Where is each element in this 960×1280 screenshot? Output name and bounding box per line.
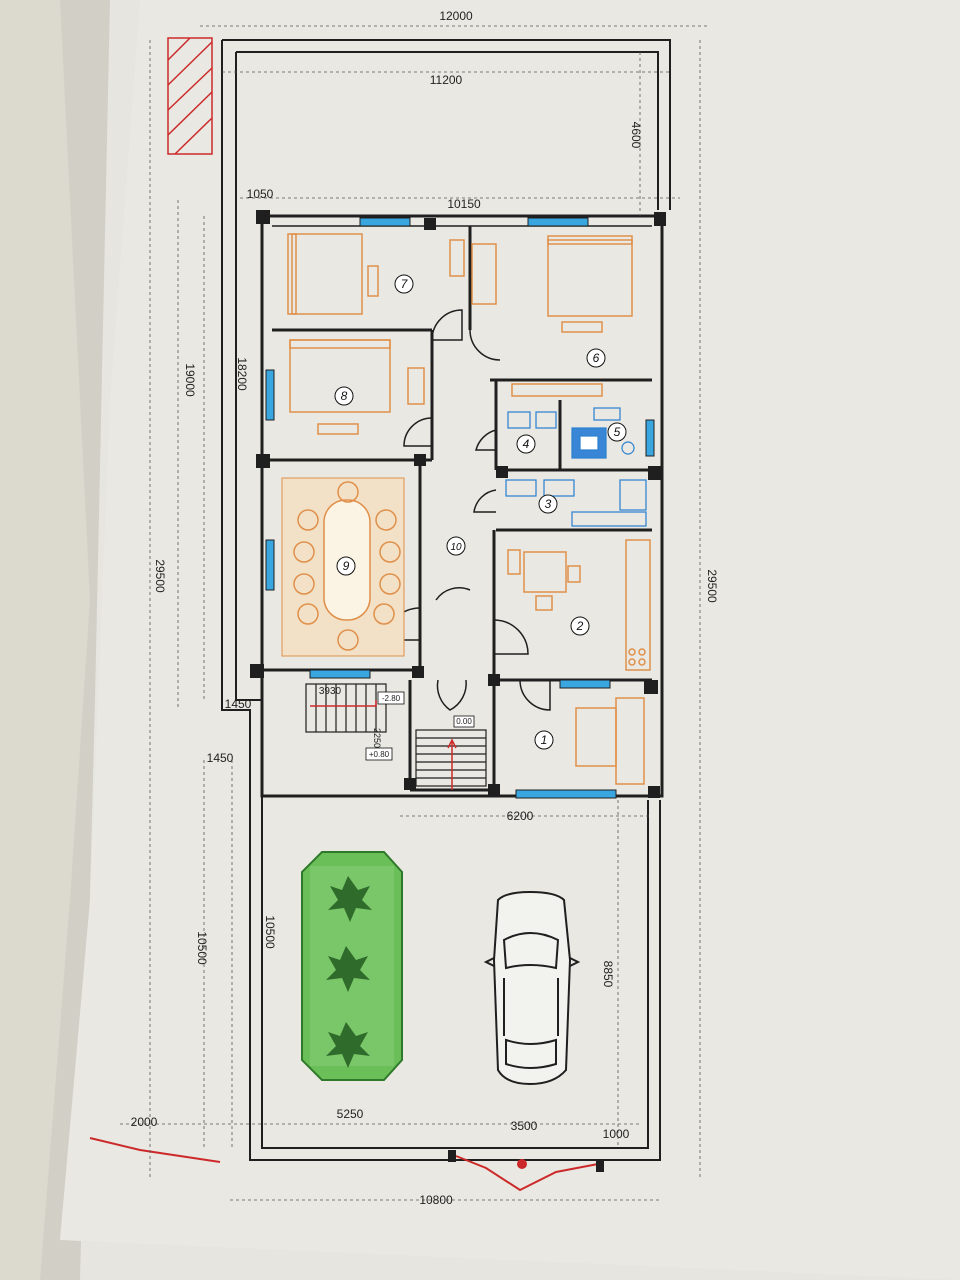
plot-boundary: [221, 39, 671, 1161]
room1-furniture: [575, 697, 645, 785]
room-10-label: 10: [450, 542, 462, 553]
dim-house-depth-b: 18200: [235, 357, 249, 391]
dim-stair-width: 3930: [319, 686, 342, 697]
dim-total-depth-right: 29500: [705, 569, 719, 603]
dim-garden-depth-a: 10500: [195, 931, 209, 965]
level-marks: -2.80 +0.80 0.00: [365, 691, 475, 761]
level-stair-bottom: +0.80: [369, 750, 390, 759]
bed-icon: [287, 233, 633, 435]
dim-bottom-total: 10800: [419, 1193, 453, 1207]
columns: [250, 210, 666, 798]
room-8-label: 8: [341, 389, 348, 403]
dim-yard-right: 8850: [601, 961, 615, 988]
dim-step-b: 1450: [207, 751, 234, 765]
dim-top-inner: 11200: [430, 73, 463, 87]
windows: [265, 217, 655, 799]
room-3-label: 3: [545, 497, 552, 511]
stair-icon: [305, 683, 487, 787]
dim-yard-depth: 4600: [629, 122, 643, 149]
room-6-label: 6: [593, 351, 600, 365]
dimension-texts: 12000 11200 10150 1050 4600 19000 18200 …: [131, 9, 719, 1207]
dim-stair-height: 2250: [372, 728, 382, 748]
dim-bottom-right: 1000: [603, 1127, 630, 1141]
car-icon: [483, 890, 581, 1086]
dim-top-outer: 12000: [439, 9, 473, 23]
dim-bottom-mid: 5250: [337, 1107, 364, 1121]
dim-bottom-left: 2000: [131, 1115, 158, 1129]
bath-fixtures: [505, 407, 647, 527]
room-5-label: 5: [614, 425, 621, 439]
stair-arrows: [310, 700, 457, 790]
dim-house-depth-a: 19000: [183, 363, 197, 397]
dim-gate-width: 3500: [511, 1119, 538, 1133]
hatched-neighbour: [167, 37, 213, 155]
dim-step-a: 1450: [225, 697, 252, 711]
dim-garden-depth-b: 10500: [263, 915, 277, 949]
dim-total-depth-left: 29500: [153, 559, 167, 593]
dim-house-width: 10150: [447, 197, 481, 211]
room-labels: 7 6 8 4 5 3 10 9 2 1: [334, 274, 627, 750]
room-9-label: 9: [343, 559, 350, 573]
gate: [89, 1137, 604, 1192]
paper-sheet-top: [60, 0, 960, 1280]
dimension-lines: [120, 25, 710, 1201]
living-furniture: [507, 539, 651, 671]
room-4-label: 4: [523, 437, 530, 451]
level-entry: 0.00: [456, 717, 472, 726]
room-7-label: 7: [401, 277, 409, 291]
room-2-label: 2: [576, 619, 584, 633]
dim-front-width: 6200: [507, 809, 534, 823]
tree-icon: [301, 851, 403, 1081]
dim-left-offset: 1050: [247, 187, 274, 201]
level-stair-top: -2.80: [382, 694, 401, 703]
room-1-label: 1: [541, 733, 548, 747]
